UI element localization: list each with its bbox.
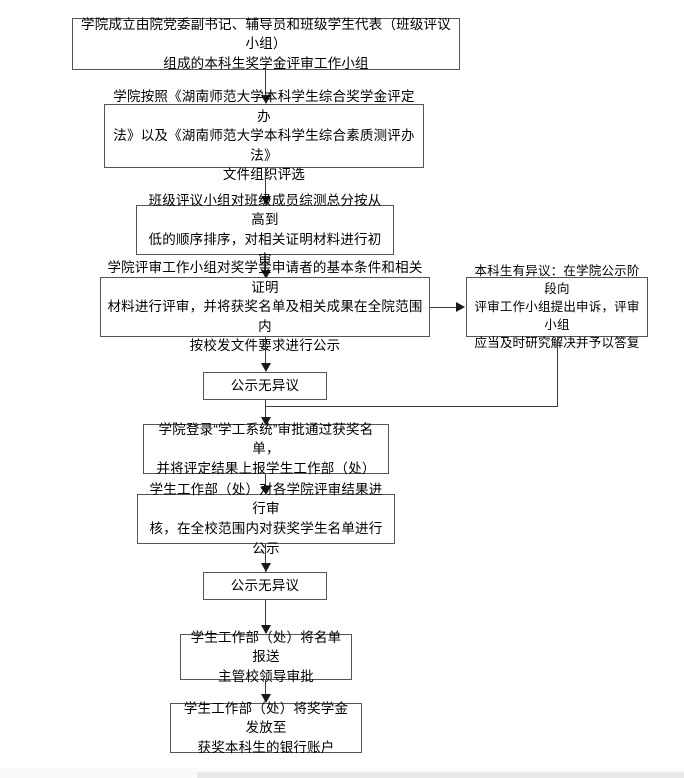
flow-node-label: 学院按照《湖南师范大学本科学生综合奖学金评定办 法》以及《湖南师范大学本科学生综… [113,89,415,183]
connector-n1-n2 [265,70,266,97]
arrowhead-n9-n10 [261,625,271,634]
flow-node-student-appeal[interactable]: 本科生有异议：在学院公示阶段向 评审工作小组提出申诉，评审小组 应当及时研究解决… [466,264,648,350]
connector-n9-n10 [265,600,266,633]
connector-n5-down [557,337,558,406]
flow-node-system-approval-report[interactable]: 学院登录“学工系统”审批通过获奖名单， 并将评定结果上报学生工作部（处） [143,422,389,476]
flow-node-university-no-objection[interactable]: 公示无异议 [203,572,327,600]
arrowhead-n4-n6 [261,363,271,372]
connector-n7-n8 [265,474,266,496]
flow-node-label: 学院登录“学工系统”审批通过获奖名单， 并将评定结果上报学生工作部（处） [156,421,376,476]
arrowhead-n8-n9 [261,563,271,572]
flow-node-committee-formation[interactable]: 学院成立由院党委副书记、辅导员和班级学生代表（班级评议小组） 组成的本科生奖学金… [72,17,460,71]
flow-node-leader-approval[interactable]: 学生工作部（处）将名单报送 主管校领导审批 [180,630,352,684]
arrowhead-n1-n2 [261,95,271,104]
flow-node-label: 公示无异议 [230,378,300,394]
connector-n5-left [265,406,558,407]
flow-node-label: 学院成立由院党委副书记、辅导员和班级学生代表（班级评议小组） 组成的本科生奖学金… [81,16,451,71]
flow-node-university-review-publicity[interactable]: 学生工作部（处）对各学院评审结果进行审 核，在全校范围内对获奖学生名单进行公示 [137,482,395,556]
flow-node-scholarship-disbursement[interactable]: 学生工作部（处）将奖学金发放至 获奖本科生的银行账户 [170,701,362,755]
flow-node-evaluation-rules[interactable]: 学院按照《湖南师范大学本科学生综合奖学金评定办 法》以及《湖南师范大学本科学生综… [104,89,424,182]
arrowhead-n7-n8 [261,486,271,495]
page-bottom-strip-accent [197,772,684,778]
flow-node-label: 学院评审工作小组对奖学金申请者的基本条件和相关证明 材料进行评审，并将获奖名单及… [107,260,423,353]
flow-node-label: 学生工作部（处）对各学院评审结果进行审 核，在全校范围内对获奖学生名单进行公示 [149,481,383,556]
flow-node-label: 公示无异议 [230,578,300,594]
connector-n6-n7 [265,400,266,422]
flow-node-label: 班级评议小组对班级成员综测总分按从高到 低的顺序排序，对相关证明材料进行初审 [148,192,382,267]
connector-n2-n3 [265,168,266,198]
arrowhead-n6-n7 [261,417,271,426]
flow-node-college-no-objection[interactable]: 公示无异议 [203,372,327,400]
connector-n8-n9 [265,544,266,572]
arrowhead-n3-n4 [261,270,271,279]
connector-n4-n5 [430,307,460,308]
arrowhead-n4-n5 [456,302,465,312]
connector-n4-n6 [265,337,266,365]
flow-node-label: 学生工作部（处）将名单报送 主管校领导审批 [190,629,342,684]
arrowhead-n2-n3 [261,196,271,205]
flow-node-class-panel-review[interactable]: 班级评议小组对班级成员综测总分按从高到 低的顺序排序，对相关证明材料进行初审 [136,193,394,267]
flow-node-label: 本科生有异议：在学院公示阶段向 评审工作小组提出申诉，评审小组 应当及时研究解决… [474,263,640,351]
arrowhead-n10-n11 [261,694,271,703]
connector-n3-n4 [265,255,266,279]
flow-node-label: 学生工作部（处）将奖学金发放至 获奖本科生的银行账户 [183,700,349,755]
flow-node-college-panel-review[interactable]: 学院评审工作小组对奖学金申请者的基本条件和相关证明 材料进行评审，并将获奖名单及… [100,260,430,353]
connector-n10-n11 [265,680,266,702]
